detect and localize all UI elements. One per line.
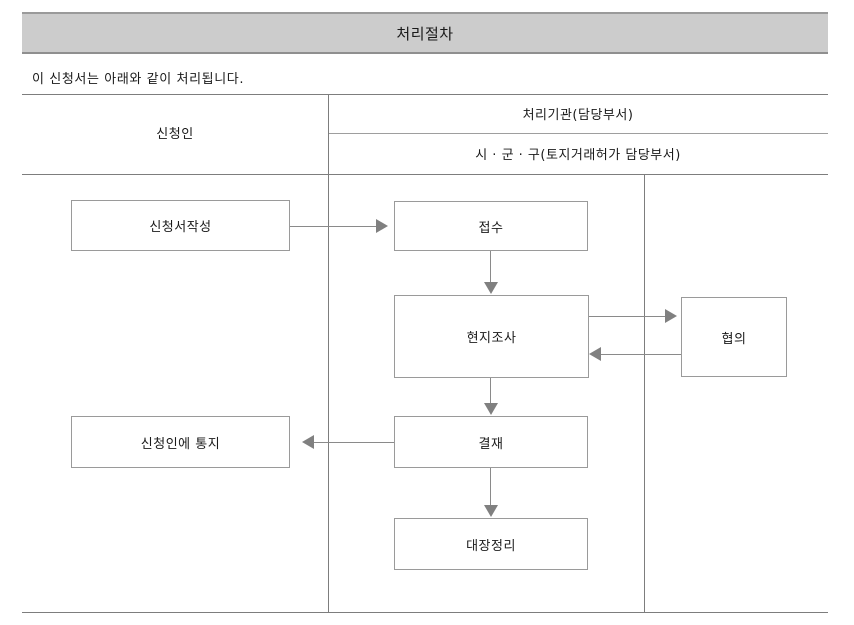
connector-line-survey-to-consult — [589, 316, 665, 317]
flow-box-field-survey: 현지조사 — [394, 295, 589, 378]
table-bottom-border — [22, 612, 828, 613]
connector-line-write-to-receive — [290, 226, 378, 227]
table-header-bottom-border — [22, 174, 828, 175]
section-title-bar: 처리절차 — [22, 12, 828, 54]
flow-box-ledger-organization: 대장정리 — [394, 518, 588, 570]
column-header-agency: 처리기관(담당부서) — [522, 108, 634, 123]
column-header-applicant: 신청인 — [156, 127, 194, 142]
flow-box-receipt: 접수 — [394, 201, 588, 251]
flow-box-consultation: 협의 — [681, 297, 787, 377]
flow-box-approval: 결재 — [394, 416, 588, 468]
table-body-column-divider-1 — [328, 175, 329, 612]
table-header-column-divider — [328, 94, 329, 174]
arrow-right-icon-write-to-receive — [376, 219, 388, 233]
page-title: 처리절차 — [396, 24, 454, 43]
connector-line-receive-to-survey — [490, 251, 491, 283]
table-top-border — [22, 94, 828, 95]
flow-box-notify-applicant: 신청인에 통지 — [71, 416, 290, 468]
flow-box-application-writing: 신청서작성 — [71, 200, 290, 251]
connector-line-survey-to-approve — [490, 378, 491, 404]
arrow-left-icon-consult-to-survey — [589, 347, 601, 361]
arrow-right-icon-survey-to-consult — [665, 309, 677, 323]
connector-line-approve-to-ledger — [490, 468, 491, 506]
arrow-down-icon-approve-to-ledger — [484, 505, 498, 517]
table-body-column-divider-2 — [644, 175, 645, 612]
arrow-down-icon-receive-to-survey — [484, 282, 498, 294]
connector-line-consult-to-survey — [601, 354, 681, 355]
connector-line-approve-to-notify — [314, 442, 394, 443]
table-header-divider — [328, 133, 828, 134]
arrow-left-icon-approve-to-notify — [302, 435, 314, 449]
column-header-office: 시 · 군 · 구(토지거래허가 담당부서) — [475, 148, 681, 163]
caption-text: 이 신청서는 아래와 같이 처리됩니다. — [32, 72, 245, 87]
arrow-down-icon-survey-to-approve — [484, 403, 498, 415]
